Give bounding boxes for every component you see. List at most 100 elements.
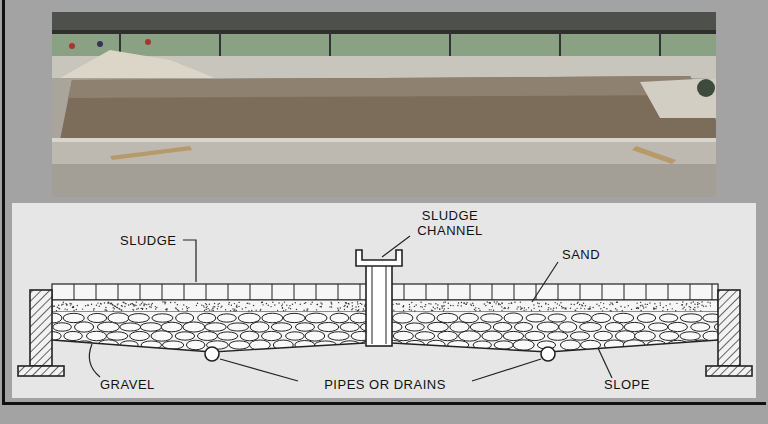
sand-grain — [209, 304, 210, 305]
sand-grain — [300, 304, 301, 305]
gravel-stone — [197, 332, 217, 341]
part-label: SLUDGE CHANNEL — [410, 208, 490, 238]
sand-grain — [563, 307, 564, 308]
sand-grain — [117, 304, 118, 305]
sand-grain — [361, 304, 362, 305]
sand-grain — [423, 309, 424, 310]
sand-grain — [443, 305, 444, 306]
sand-grain — [609, 304, 610, 305]
sand-grain — [117, 307, 118, 308]
sand-grain — [675, 310, 676, 311]
sand-grain — [88, 305, 89, 306]
sand-grain — [600, 308, 601, 309]
wall-top — [52, 138, 716, 142]
sand-grain — [71, 303, 72, 304]
drawing-ground — [12, 203, 756, 398]
sand-grain — [345, 302, 346, 303]
sand-grain — [420, 302, 421, 303]
block-joint — [602, 284, 603, 300]
gravel-stone — [680, 332, 700, 340]
sand-grain — [550, 308, 551, 309]
sand-grain — [463, 302, 464, 303]
sand-grain — [603, 307, 604, 308]
sand-grain — [642, 305, 643, 306]
leader-line — [183, 240, 196, 282]
sand-grain — [331, 302, 332, 303]
sand-grain — [690, 302, 691, 303]
sand-grain — [584, 308, 585, 309]
ground — [52, 164, 716, 197]
gravel-stone — [580, 323, 602, 332]
gravel-stone — [548, 314, 566, 322]
sand-grain — [705, 306, 706, 307]
sand-grain — [72, 307, 73, 308]
sand-grain — [570, 308, 571, 309]
sand-grain — [478, 308, 479, 309]
gravel-stone — [97, 322, 119, 332]
sand-grain — [443, 310, 444, 311]
sand-grain — [112, 304, 113, 305]
channel-pipe-line — [386, 266, 387, 344]
sand-grain — [205, 303, 206, 304]
sand-grain — [201, 304, 202, 305]
sand-grain — [357, 301, 358, 302]
sand-grain — [694, 304, 695, 305]
sand-grain — [97, 302, 98, 303]
sand-grain — [261, 302, 262, 303]
sand-grain — [133, 309, 134, 310]
gravel-stone — [151, 331, 172, 341]
sand-grain — [217, 303, 218, 304]
sand-grain — [655, 308, 656, 309]
sand-grain — [637, 308, 638, 309]
sand-grain — [414, 310, 415, 311]
leader-line — [89, 344, 100, 377]
gravel-stone — [649, 323, 668, 331]
sand-grain — [577, 302, 578, 303]
sand-grain — [188, 307, 189, 308]
block-joint — [558, 284, 559, 300]
sand-grain — [503, 308, 504, 309]
gravel-stone — [470, 322, 491, 331]
sand-grain — [182, 308, 183, 309]
sand-grain — [139, 304, 140, 305]
sand-grain — [693, 301, 694, 302]
sand-grain — [579, 304, 580, 305]
sand-grain — [411, 309, 412, 310]
slope-line — [392, 340, 718, 352]
sand-grain — [358, 306, 359, 307]
sand-grain — [77, 305, 78, 306]
sand-grain — [317, 304, 318, 305]
sand-grain — [82, 308, 83, 309]
sand-grain — [242, 308, 243, 309]
sand-grain — [234, 309, 235, 310]
block-joint — [74, 284, 75, 300]
sand-grain — [255, 309, 256, 310]
gravel-stone — [624, 322, 645, 331]
sand-grain — [636, 302, 637, 303]
sludge-channel — [356, 250, 402, 266]
sand-grain — [329, 306, 330, 307]
gravel-stone — [559, 322, 577, 332]
plank — [110, 146, 192, 160]
sand-grain — [501, 306, 502, 307]
gravel-stone — [504, 313, 523, 323]
sand-grain — [166, 308, 167, 309]
sand-grain — [363, 308, 364, 309]
sand-grain — [555, 302, 556, 303]
gravel-stone — [503, 331, 523, 340]
block-joint — [228, 284, 229, 300]
sand-grain — [331, 303, 332, 304]
sand-grain — [317, 304, 318, 305]
sand-grain — [475, 307, 476, 308]
sand-grain — [364, 305, 365, 306]
sand-grain — [270, 306, 271, 307]
gravel-stone — [415, 332, 435, 341]
sand-grain — [703, 305, 704, 306]
sand-grain — [686, 304, 687, 305]
sand-grain — [346, 303, 347, 304]
block-joint — [338, 284, 339, 300]
leader-line — [220, 359, 298, 381]
sand-grain — [656, 306, 657, 307]
